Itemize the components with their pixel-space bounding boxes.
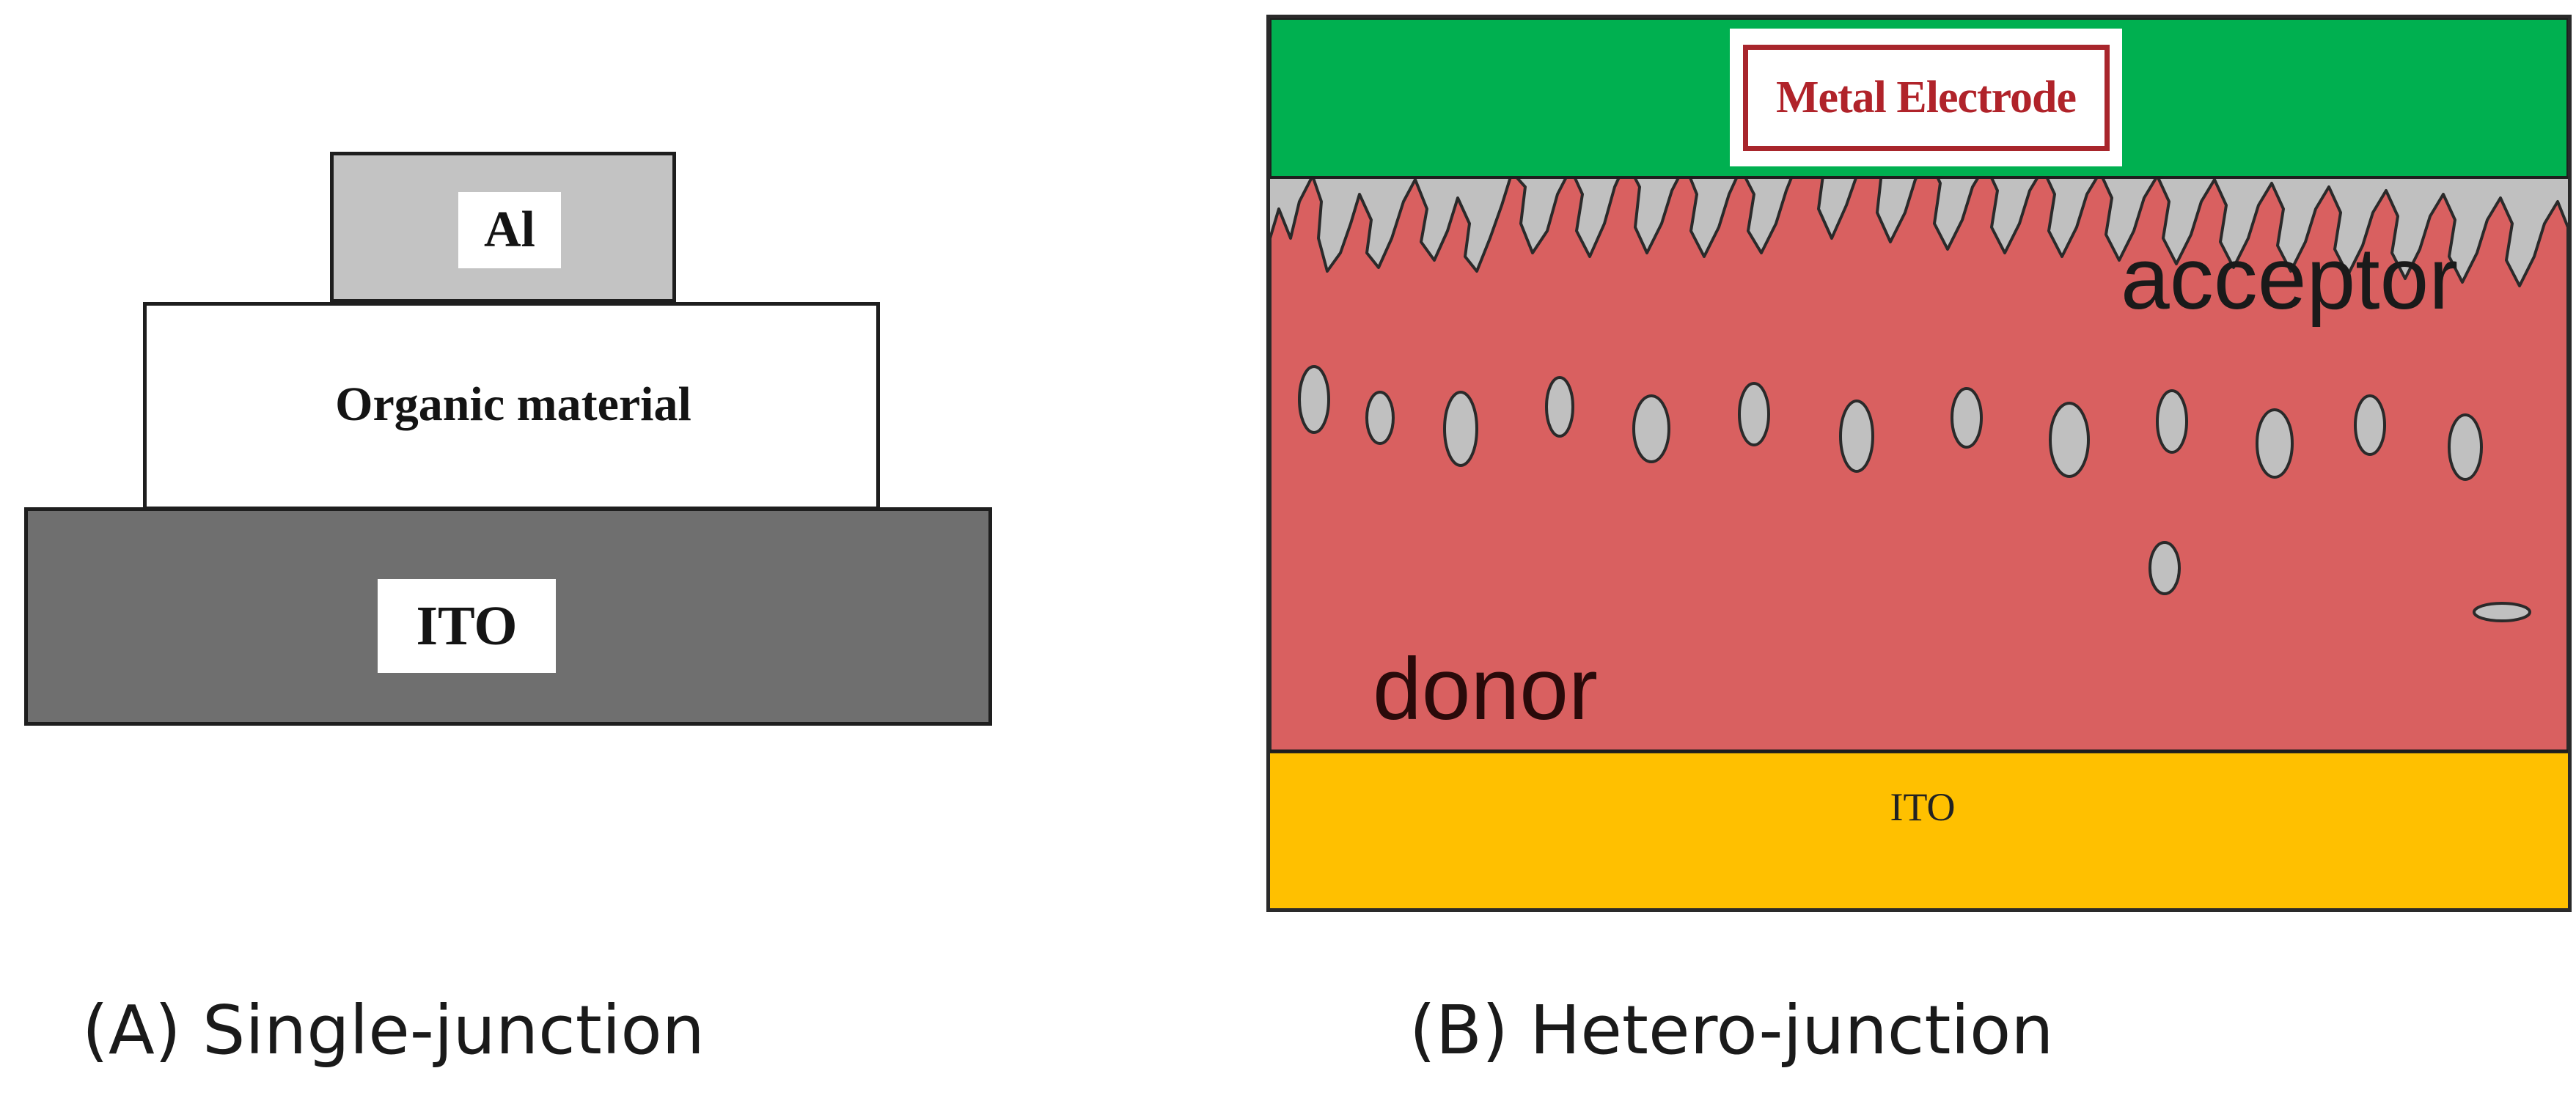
acceptor-pocket	[1738, 382, 1770, 446]
acceptor-pocket	[1545, 376, 1574, 438]
hetero-junction-layers	[1270, 18, 2568, 908]
al-label: Al	[458, 192, 561, 268]
hetero-junction-diagram: Metal Electrode acceptor donor ITO	[1266, 15, 2572, 912]
acceptor-pocket	[1839, 399, 1874, 473]
caption-hetero-junction: (B) Hetero-junction	[1409, 991, 2054, 1069]
acceptor-pocket	[2448, 413, 2483, 481]
acceptor-pocket	[1298, 365, 1330, 434]
ito-label: ITO	[1890, 785, 1956, 829]
metal-electrode-label-box: Metal Electrode	[1730, 29, 2122, 166]
organic-material-layer: Organic material	[143, 302, 880, 510]
acceptor-pocket	[2354, 394, 2386, 456]
acceptor-pocket	[1443, 391, 1478, 467]
al-layer: Al	[330, 152, 676, 303]
ito-layer: ITO	[24, 507, 992, 726]
acceptor-label: acceptor	[2121, 229, 2459, 328]
acceptor-pocket	[2473, 602, 2531, 622]
acceptor-pocket	[2256, 408, 2294, 479]
acceptor-pocket	[1632, 394, 1670, 463]
ito-layer	[1270, 751, 2568, 908]
metal-electrode-label: Metal Electrode	[1742, 44, 2110, 151]
acceptor-pocket	[1365, 391, 1395, 445]
acceptor-pocket	[2049, 402, 2090, 478]
donor-label: donor	[1373, 640, 1598, 738]
ito-label: ITO	[378, 579, 556, 673]
acceptor-pocket	[2148, 541, 2181, 595]
acceptor-pocket	[1951, 387, 1983, 449]
acceptor-pocket	[2156, 389, 2188, 454]
caption-single-junction: (A) Single-junction	[82, 991, 705, 1069]
organic-material-label: Organic material	[335, 378, 691, 431]
